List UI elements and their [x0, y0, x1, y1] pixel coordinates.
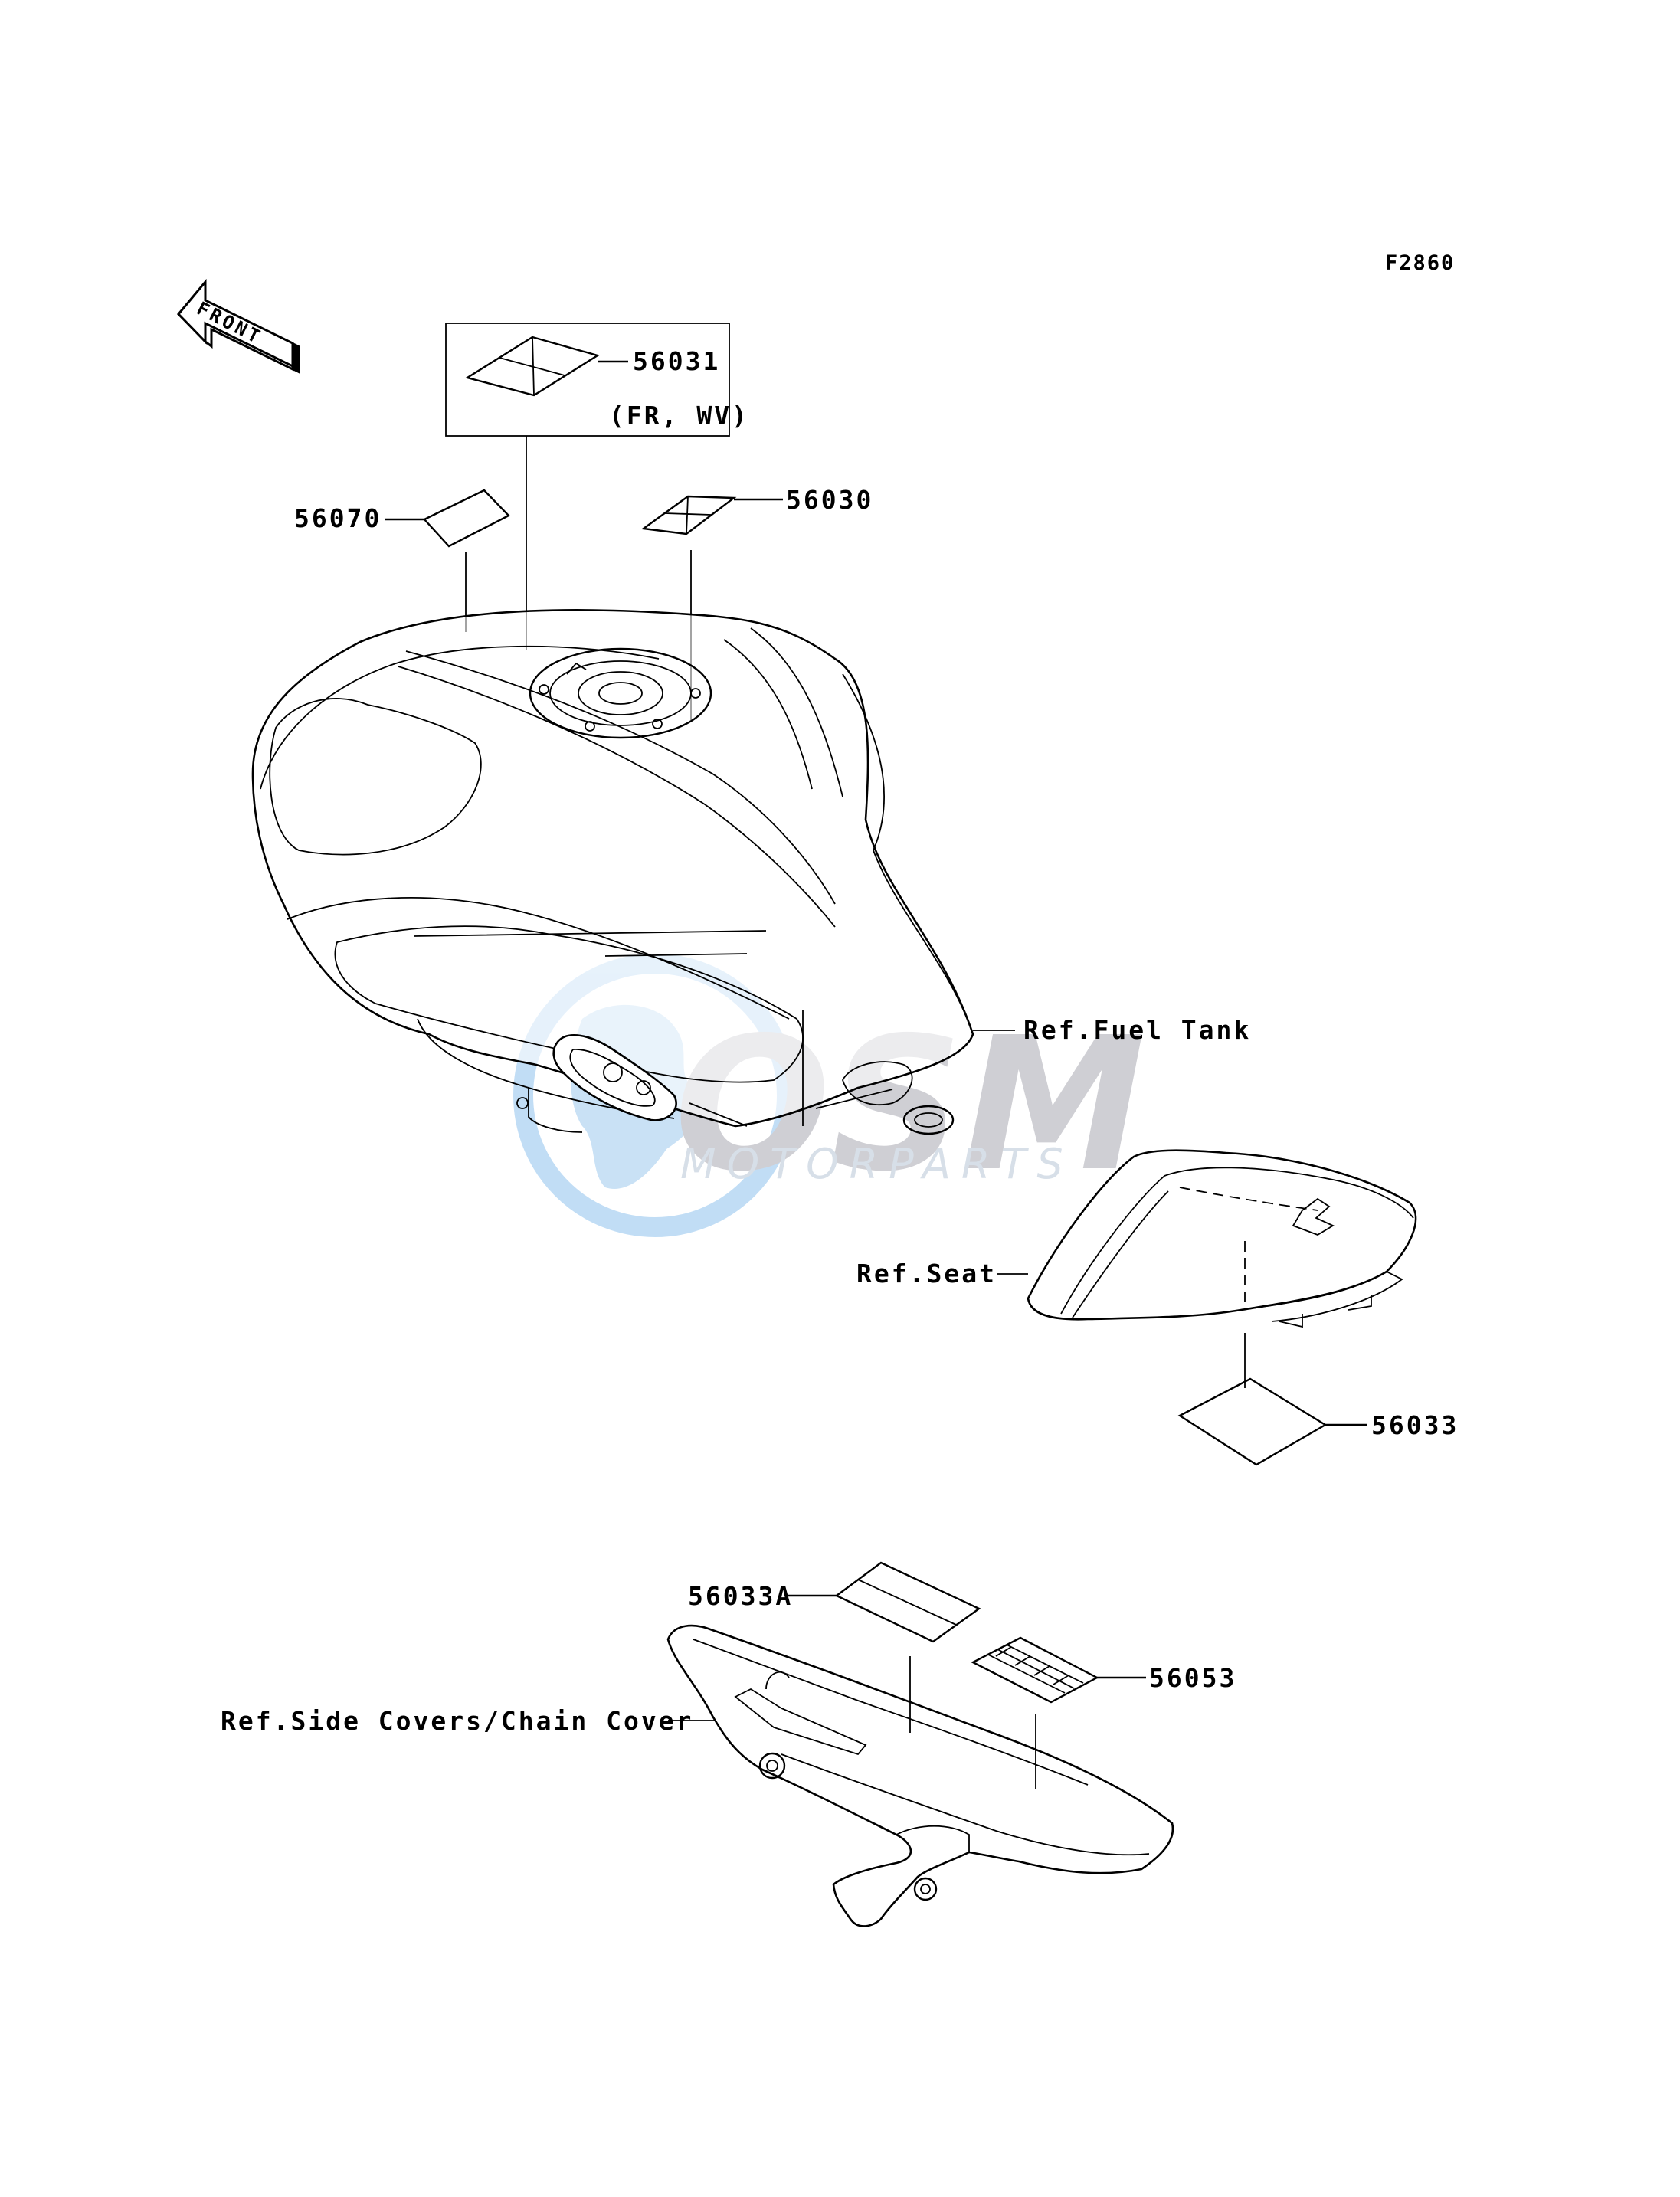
callout-56031-group: 56031 (FR, WV) — [445, 323, 749, 650]
callout-56031-frame — [445, 323, 730, 437]
watermark-sub-text: MOTORPARTS — [680, 1140, 1074, 1188]
seat: Ref.Seat — [856, 1149, 1417, 1328]
callout-56053-group: 56053 — [971, 1636, 1236, 1789]
decal-56033A — [834, 1561, 981, 1643]
decal-56070 — [423, 489, 510, 548]
callout-56033-group: 56033 — [1177, 1333, 1459, 1466]
front-arrow-icon: FRONT — [176, 278, 300, 374]
chain-cover: Ref.Side Covers/Chain Cover — [221, 1624, 1174, 1927]
callout-56070-group: 56070 — [294, 489, 510, 632]
ref-side-covers-label: Ref.Side Covers/Chain Cover — [221, 1706, 693, 1736]
decal-56033 — [1177, 1377, 1328, 1466]
callout-56030-label: 56030 — [786, 485, 873, 515]
decal-56053 — [971, 1636, 1099, 1704]
callout-56033A-group: 56033A — [688, 1561, 981, 1733]
callout-56053-label: 56053 — [1149, 1663, 1236, 1693]
callout-56031-note: (FR, WV) — [609, 401, 749, 431]
callout-56033-label: 56033 — [1371, 1410, 1459, 1440]
filler-cap — [529, 647, 712, 739]
callout-56070-label: 56070 — [294, 503, 382, 533]
callout-56031-label: 56031 — [633, 346, 720, 376]
decal-56030 — [640, 495, 737, 535]
ref-fuel-tank-label: Ref.Fuel Tank — [1023, 1015, 1251, 1045]
decal-56031 — [465, 336, 600, 397]
callout-56033A-label: 56033A — [688, 1581, 793, 1611]
fuel-tank: Ref.Fuel Tank — [251, 609, 1251, 1135]
figure-code: F2860 — [1385, 251, 1455, 275]
ref-seat-label: Ref.Seat — [856, 1259, 997, 1288]
